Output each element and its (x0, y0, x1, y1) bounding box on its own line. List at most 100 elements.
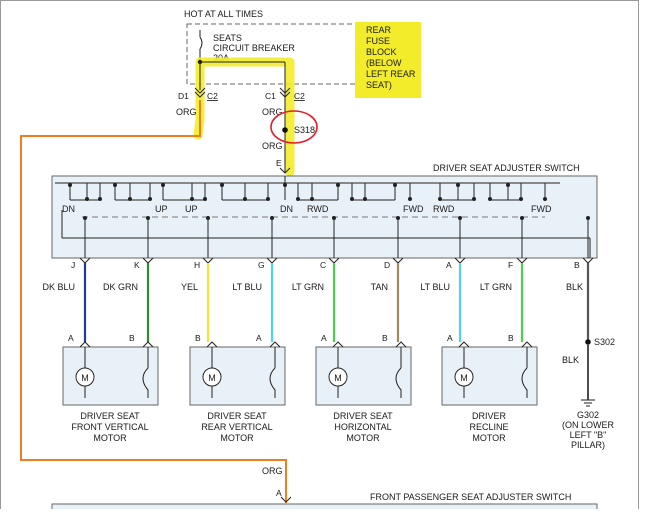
motor-name-line: DRIVER (472, 411, 507, 421)
motor-pin-a: A (447, 333, 453, 343)
wire-color-label: TAN (371, 282, 388, 292)
switch-contact-dot (506, 183, 510, 187)
wire-color-label: LT GRN (480, 282, 512, 292)
driver-switch-title: DRIVER SEAT ADJUSTER SWITCH (433, 163, 580, 173)
org-wire-right-label: ORG (262, 107, 283, 117)
motor-pin-a: B (195, 333, 201, 343)
splice-s302-icon (585, 339, 591, 345)
wire-color-label: YEL (181, 282, 198, 292)
wire-connector-icon (266, 257, 278, 264)
wire-connector-icon (328, 257, 340, 264)
switch-contact-dot (68, 183, 72, 187)
contact-label-3: UP (185, 204, 198, 214)
connector-left-icon (194, 87, 206, 98)
wire-connector-icon (202, 257, 214, 264)
motor-winding-icon (521, 367, 528, 398)
motor-name-line: DRIVER SEAT (333, 411, 393, 421)
wire-pin-label: D (384, 260, 390, 270)
circuit-breaker-icon (199, 30, 203, 62)
motor-pin-a: A (68, 333, 74, 343)
motor-pin-b: A (256, 333, 262, 343)
passenger-switch-box (51, 503, 598, 514)
org-wire-right-bottom-label: ORG (262, 141, 283, 151)
wire-color-label: DK GRN (103, 282, 138, 292)
switch-contact-dot (393, 183, 397, 187)
switch-contact-dot (283, 183, 287, 187)
motor-symbol: M (81, 373, 89, 383)
motor-pin-b: B (382, 333, 388, 343)
contact-label-2: UP (155, 204, 168, 214)
switch-contact-dot (543, 197, 547, 201)
contact-label-7: RWD (433, 204, 455, 214)
wire-pin-label: H (194, 260, 200, 270)
contact-label-8: FWD (531, 204, 552, 214)
motor-name-line: RECLINE (469, 422, 508, 432)
switch-contact-dot (408, 197, 412, 201)
switch-contact-dot (336, 183, 340, 187)
wire-color-label: LT BLU (232, 282, 262, 292)
ground-location-2: LEFT "B" (570, 430, 607, 440)
location-line-2: FUSE (366, 36, 390, 46)
left-pin-label: D1 (178, 91, 189, 101)
breaker-line-2: CIRCUIT BREAKER (213, 43, 295, 53)
switch-output-dot (458, 216, 462, 220)
org-wire-left (20, 100, 287, 503)
splice-s302-label: S302 (594, 337, 615, 347)
wire-color-label: BLK (566, 282, 583, 292)
contact-label-4: DN (280, 204, 293, 214)
wire-connector-icon (79, 257, 91, 264)
location-line-5: LEFT REAR (366, 69, 416, 79)
wire-pin-label: C (320, 260, 326, 270)
motor-name-line: REAR VERTICAL (201, 422, 272, 432)
ground-location-1: (ON LOWER (562, 420, 615, 430)
red-annotation-circle (270, 110, 318, 144)
wire-connector-icon (516, 257, 528, 264)
switch-output-dot (146, 216, 150, 220)
location-line-6: SEAT) (366, 80, 392, 90)
motor-name-line: DRIVER SEAT (207, 411, 267, 421)
contact-label-5: RWD (307, 204, 329, 214)
wire-color-label: LT BLU (420, 282, 450, 292)
switch-output-dot (396, 216, 400, 220)
wire-color-label: DK BLU (42, 282, 75, 292)
switch-input-pin: E (276, 158, 282, 168)
location-line-1: REAR (366, 25, 392, 35)
splice-s318-icon (282, 127, 288, 133)
ground-location-3: PILLAR) (571, 440, 605, 450)
passenger-switch-title: FRONT PASSENGER SEAT ADJUSTER SWITCH (370, 492, 571, 502)
motor-name-line: MOTOR (472, 433, 506, 443)
switch-internals (68, 183, 547, 201)
motor-name-line: MOTOR (220, 433, 254, 443)
motor-symbol: M (334, 373, 342, 383)
wire-color-label: LT GRN (292, 282, 324, 292)
passenger-switch-pin: A (276, 488, 282, 498)
motor-name-line: HORIZONTAL (334, 422, 391, 432)
motor-name-line: MOTOR (93, 433, 127, 443)
wire-pin-label: K (134, 260, 140, 270)
left-conn-label: C2 (207, 91, 218, 101)
location-line-4: (BELOW (366, 58, 402, 68)
motor-name-line: FRONT VERTICAL (71, 422, 148, 432)
org-wire-left-label: ORG (176, 107, 197, 117)
motor-pin-a: A (321, 333, 327, 343)
motor-winding-icon (269, 367, 276, 398)
switch-output-dot (83, 216, 87, 220)
org-wire-lower-label: ORG (262, 466, 283, 476)
switch-contact-dot (113, 183, 117, 187)
motor-symbol: M (208, 373, 216, 383)
switch-contact-dot (161, 183, 165, 187)
contact-label-1: DN (62, 204, 75, 214)
contact-label-6: FWD (403, 204, 424, 214)
hot-at-all-times-label: HOT AT ALL TIMES (184, 9, 263, 19)
switch-output-dot (332, 216, 336, 220)
motor-pin-b: B (129, 333, 135, 343)
motor-name-line: DRIVER SEAT (80, 411, 140, 421)
wire-pin-label: F (508, 260, 513, 270)
right-conn-label: C2 (294, 91, 305, 101)
motor-symbol: M (460, 373, 468, 383)
motor-winding-icon (142, 367, 149, 398)
